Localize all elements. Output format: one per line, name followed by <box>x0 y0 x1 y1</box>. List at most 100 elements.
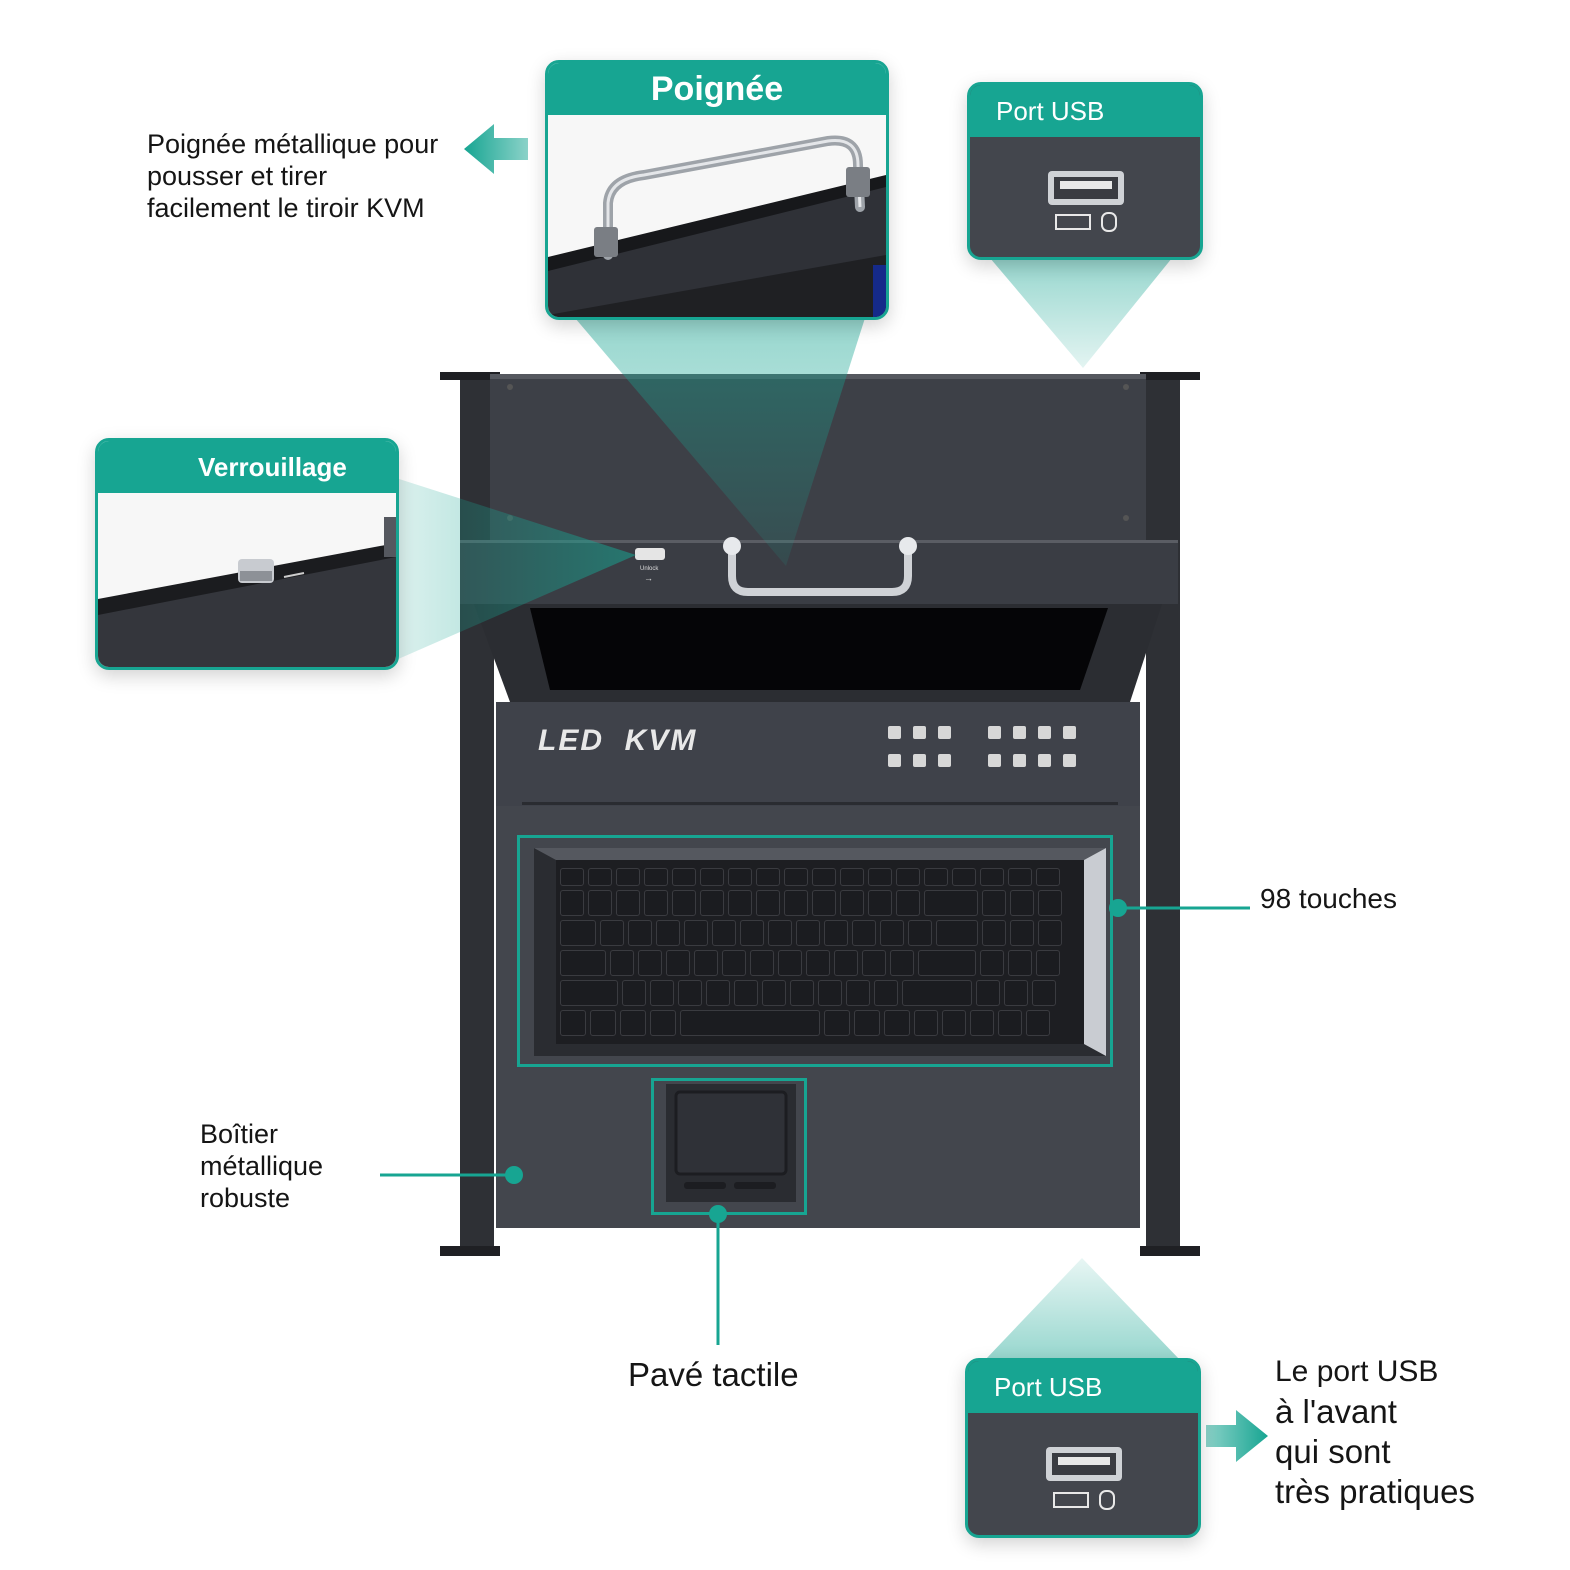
keyboard-key[interactable] <box>1010 920 1034 946</box>
keyboard-key[interactable] <box>740 920 764 946</box>
keyboard-key[interactable] <box>1026 1010 1050 1036</box>
keyboard-key[interactable] <box>982 920 1006 946</box>
keyboard-key[interactable] <box>620 1010 646 1036</box>
keyboard-key[interactable] <box>1038 890 1062 916</box>
keyboard-key[interactable] <box>666 950 690 976</box>
osd-button[interactable] <box>888 726 901 739</box>
keyboard-key[interactable] <box>970 1010 994 1036</box>
keyboard-key[interactable] <box>588 890 612 916</box>
keyboard-key[interactable] <box>768 920 792 946</box>
keyboard-key[interactable] <box>616 868 640 886</box>
keyboard-key[interactable] <box>982 890 1006 916</box>
keyboard-key[interactable] <box>722 950 746 976</box>
osd-button[interactable] <box>938 754 951 767</box>
keyboard-key[interactable] <box>600 920 624 946</box>
keyboard-key[interactable] <box>980 950 1004 976</box>
keyboard-key[interactable] <box>840 890 864 916</box>
port-button[interactable] <box>1063 726 1076 739</box>
keyboard-key[interactable] <box>728 890 752 916</box>
keyboard-key[interactable] <box>756 890 780 916</box>
keyboard-key[interactable] <box>942 1010 966 1036</box>
port-button[interactable] <box>988 754 1001 767</box>
keyboard-key[interactable] <box>644 890 668 916</box>
keyboard-key[interactable] <box>824 1010 850 1036</box>
keyboard-key[interactable] <box>936 920 978 946</box>
keyboard-key[interactable] <box>784 868 808 886</box>
keyboard-key[interactable] <box>628 920 652 946</box>
keyboard-key[interactable] <box>890 950 914 976</box>
port-button[interactable] <box>1038 754 1051 767</box>
keyboard-key[interactable] <box>1036 950 1060 976</box>
keyboard-key[interactable] <box>1010 890 1034 916</box>
keyboard-key[interactable] <box>880 920 904 946</box>
keyboard-key[interactable] <box>560 1010 586 1036</box>
keyboard-key[interactable] <box>588 868 612 886</box>
keyboard-key[interactable] <box>650 980 674 1006</box>
keyboard-key[interactable] <box>656 920 680 946</box>
osd-button[interactable] <box>888 754 901 767</box>
keyboard-key[interactable] <box>778 950 802 976</box>
keyboard-key[interactable] <box>638 950 662 976</box>
keyboard-key[interactable] <box>560 868 584 886</box>
keyboard-key[interactable] <box>852 920 876 946</box>
keyboard-key[interactable] <box>952 868 976 886</box>
keyboard-key[interactable] <box>684 920 708 946</box>
keyboard-key[interactable] <box>790 980 814 1006</box>
keyboard-key[interactable] <box>812 868 836 886</box>
keyboard-key[interactable] <box>924 868 948 886</box>
keyboard-key[interactable] <box>846 980 870 1006</box>
port-button[interactable] <box>1013 754 1026 767</box>
osd-button[interactable] <box>913 726 926 739</box>
keyboard-key[interactable] <box>914 1010 938 1036</box>
keyboard-key[interactable] <box>750 950 774 976</box>
keyboard-key[interactable] <box>1032 980 1056 1006</box>
keyboard-key[interactable] <box>824 920 848 946</box>
keyboard-key[interactable] <box>1008 950 1032 976</box>
keyboard-key[interactable] <box>834 950 858 976</box>
port-button[interactable] <box>988 726 1001 739</box>
port-button[interactable] <box>1038 726 1051 739</box>
keyboard-key[interactable] <box>818 980 842 1006</box>
port-button[interactable] <box>1013 726 1026 739</box>
keyboard-key[interactable] <box>874 980 898 1006</box>
keyboard-key[interactable] <box>680 1010 820 1036</box>
osd-button[interactable] <box>938 726 951 739</box>
keyboard-key[interactable] <box>784 890 808 916</box>
keyboard-key[interactable] <box>896 868 920 886</box>
keyboard-key[interactable] <box>756 868 780 886</box>
keyboard-key[interactable] <box>796 920 820 946</box>
keyboard-key[interactable] <box>560 890 584 916</box>
keyboard-key[interactable] <box>560 920 596 946</box>
keyboard-key[interactable] <box>762 980 786 1006</box>
keyboard-key[interactable] <box>672 890 696 916</box>
keyboard-key[interactable] <box>560 950 606 976</box>
keyboard-key[interactable] <box>862 950 886 976</box>
keyboard[interactable] <box>556 864 1084 1042</box>
keyboard-key[interactable] <box>706 980 730 1006</box>
keyboard-key[interactable] <box>616 890 640 916</box>
keyboard-key[interactable] <box>854 1010 880 1036</box>
keyboard-key[interactable] <box>812 890 836 916</box>
keyboard-key[interactable] <box>700 868 724 886</box>
drawer-handle[interactable] <box>718 536 922 600</box>
keyboard-key[interactable] <box>712 920 736 946</box>
keyboard-key[interactable] <box>734 980 758 1006</box>
keyboard-key[interactable] <box>622 980 646 1006</box>
keyboard-key[interactable] <box>998 1010 1022 1036</box>
keyboard-key[interactable] <box>1036 868 1060 886</box>
keyboard-key[interactable] <box>868 890 892 916</box>
keyboard-key[interactable] <box>1004 980 1028 1006</box>
keyboard-key[interactable] <box>1008 868 1032 886</box>
lock-switch[interactable] <box>635 548 665 560</box>
osd-button[interactable] <box>913 754 926 767</box>
keyboard-key[interactable] <box>644 868 668 886</box>
keyboard-key[interactable] <box>840 868 864 886</box>
touchpad[interactable] <box>676 1092 786 1174</box>
keyboard-key[interactable] <box>678 980 702 1006</box>
keyboard-key[interactable] <box>908 920 932 946</box>
keyboard-key[interactable] <box>1038 920 1062 946</box>
keyboard-key[interactable] <box>976 980 1000 1006</box>
keyboard-key[interactable] <box>700 890 724 916</box>
keyboard-key[interactable] <box>610 950 634 976</box>
port-button[interactable] <box>1063 754 1076 767</box>
